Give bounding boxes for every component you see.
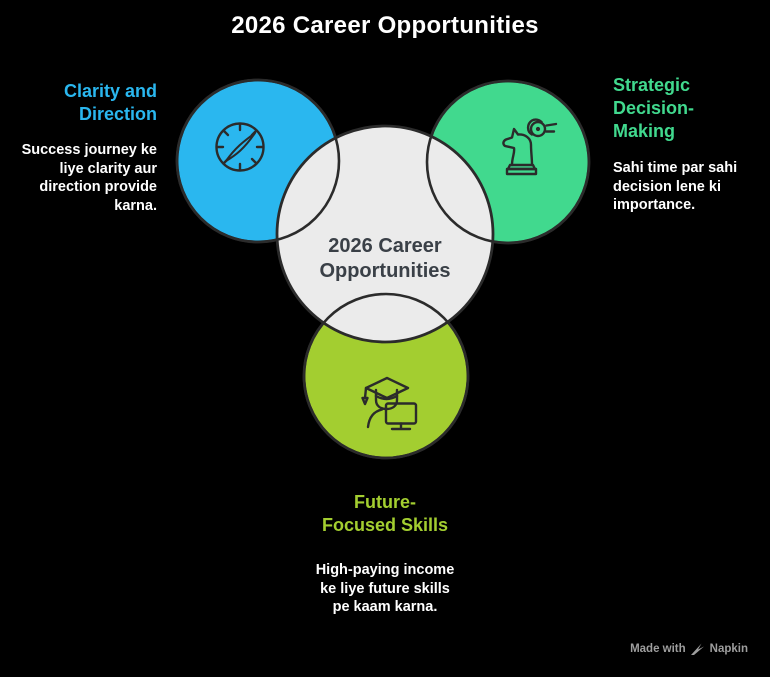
napkin-logo-icon: [690, 643, 704, 655]
made-with-credit: Made with Napkin: [630, 642, 748, 656]
strategic-description: Sahi time par sahi decision lene ki impo…: [613, 160, 738, 213]
center-circle: [275, 124, 495, 344]
clarity-description: Success journey ke liye clarity aur dire…: [21, 142, 157, 214]
made-with-label: Made with: [630, 643, 686, 655]
compass-icon: [215, 122, 265, 172]
center-circle-label: 2026 Career Opportunities: [319, 235, 451, 282]
future-description: High-paying income ke liye future skills…: [315, 562, 455, 615]
strategic-heading: Strategic Decision- Making: [613, 75, 695, 141]
brand-label: Napkin: [709, 643, 748, 655]
future-heading: Future- Focused Skills: [321, 492, 449, 535]
circle-outlines: [175, 78, 591, 460]
page-title: 2026 Career Opportunities: [231, 12, 539, 39]
clarity-heading: Clarity and Direction: [63, 81, 157, 124]
chess-knight-search-icon: [502, 118, 558, 176]
graduation-monitor-icon: [361, 376, 418, 431]
